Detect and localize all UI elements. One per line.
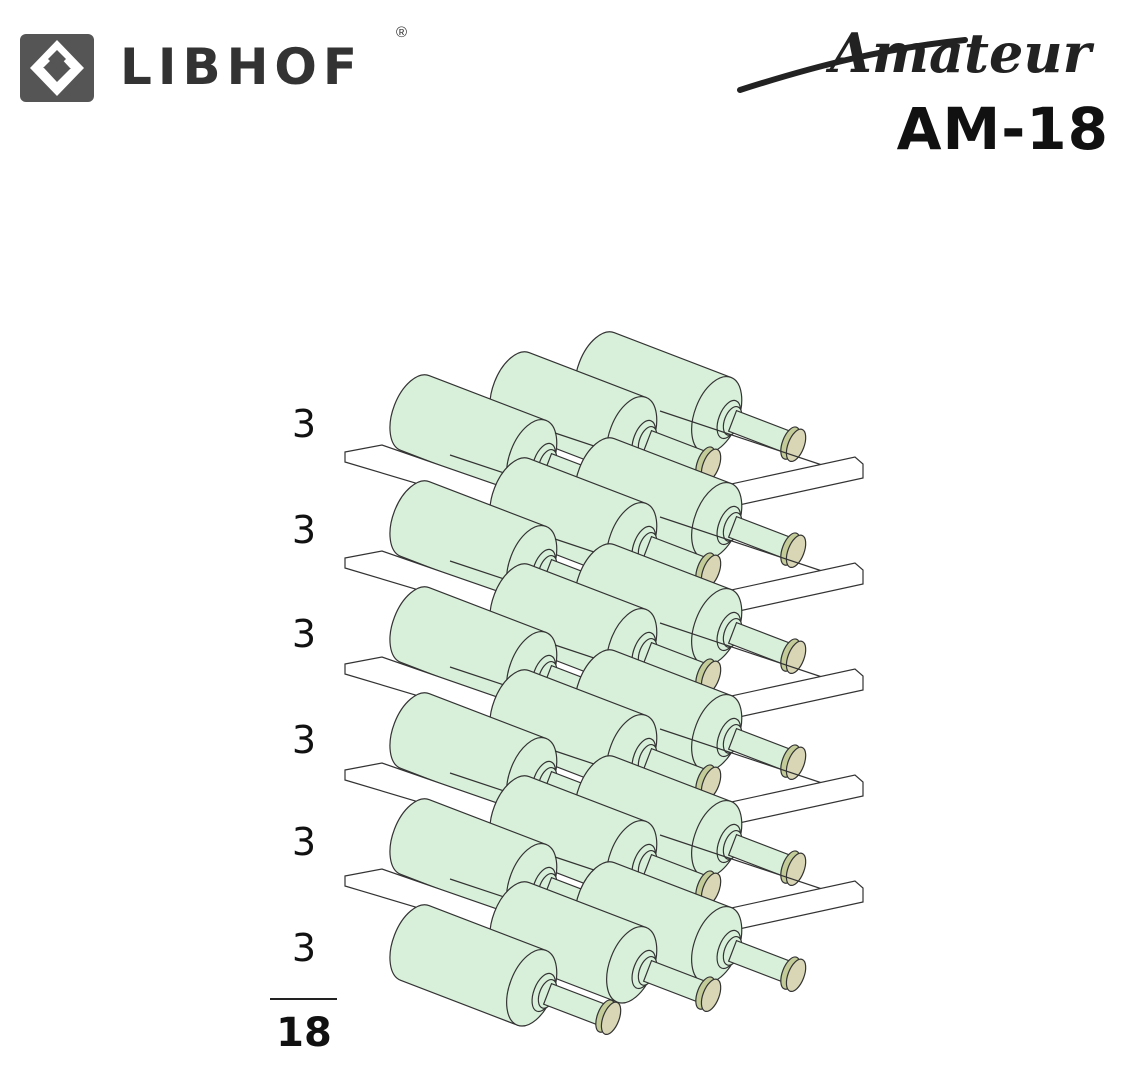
shelf-rod — [659, 834, 826, 891]
shelf-rod — [659, 622, 826, 679]
bottle — [574, 861, 807, 992]
row-count-6: 3 — [291, 926, 317, 970]
shelf-rod — [659, 728, 826, 785]
row-count-3: 3 — [291, 612, 317, 656]
sum-divider — [270, 998, 337, 1000]
model-number: AM-18 — [896, 95, 1109, 163]
brand-name: LIBHOF — [120, 38, 364, 96]
bottle-row-6 — [389, 861, 807, 1035]
row-count-4: 3 — [291, 718, 317, 762]
bottle — [389, 904, 622, 1035]
registered-mark: ® — [396, 24, 408, 41]
row-count-2: 3 — [291, 508, 317, 552]
series-name: Amateur — [825, 21, 1095, 85]
row-count-1: 3 — [291, 402, 317, 446]
bottle-row-4 — [389, 649, 807, 823]
shelf-rod — [659, 516, 826, 573]
series-script-logo: Amateur — [737, 21, 1095, 93]
total-count: 18 — [276, 1010, 332, 1056]
row-count-5: 3 — [291, 820, 317, 864]
libhof-logo-icon — [20, 34, 94, 102]
shelf-rod — [659, 410, 826, 467]
